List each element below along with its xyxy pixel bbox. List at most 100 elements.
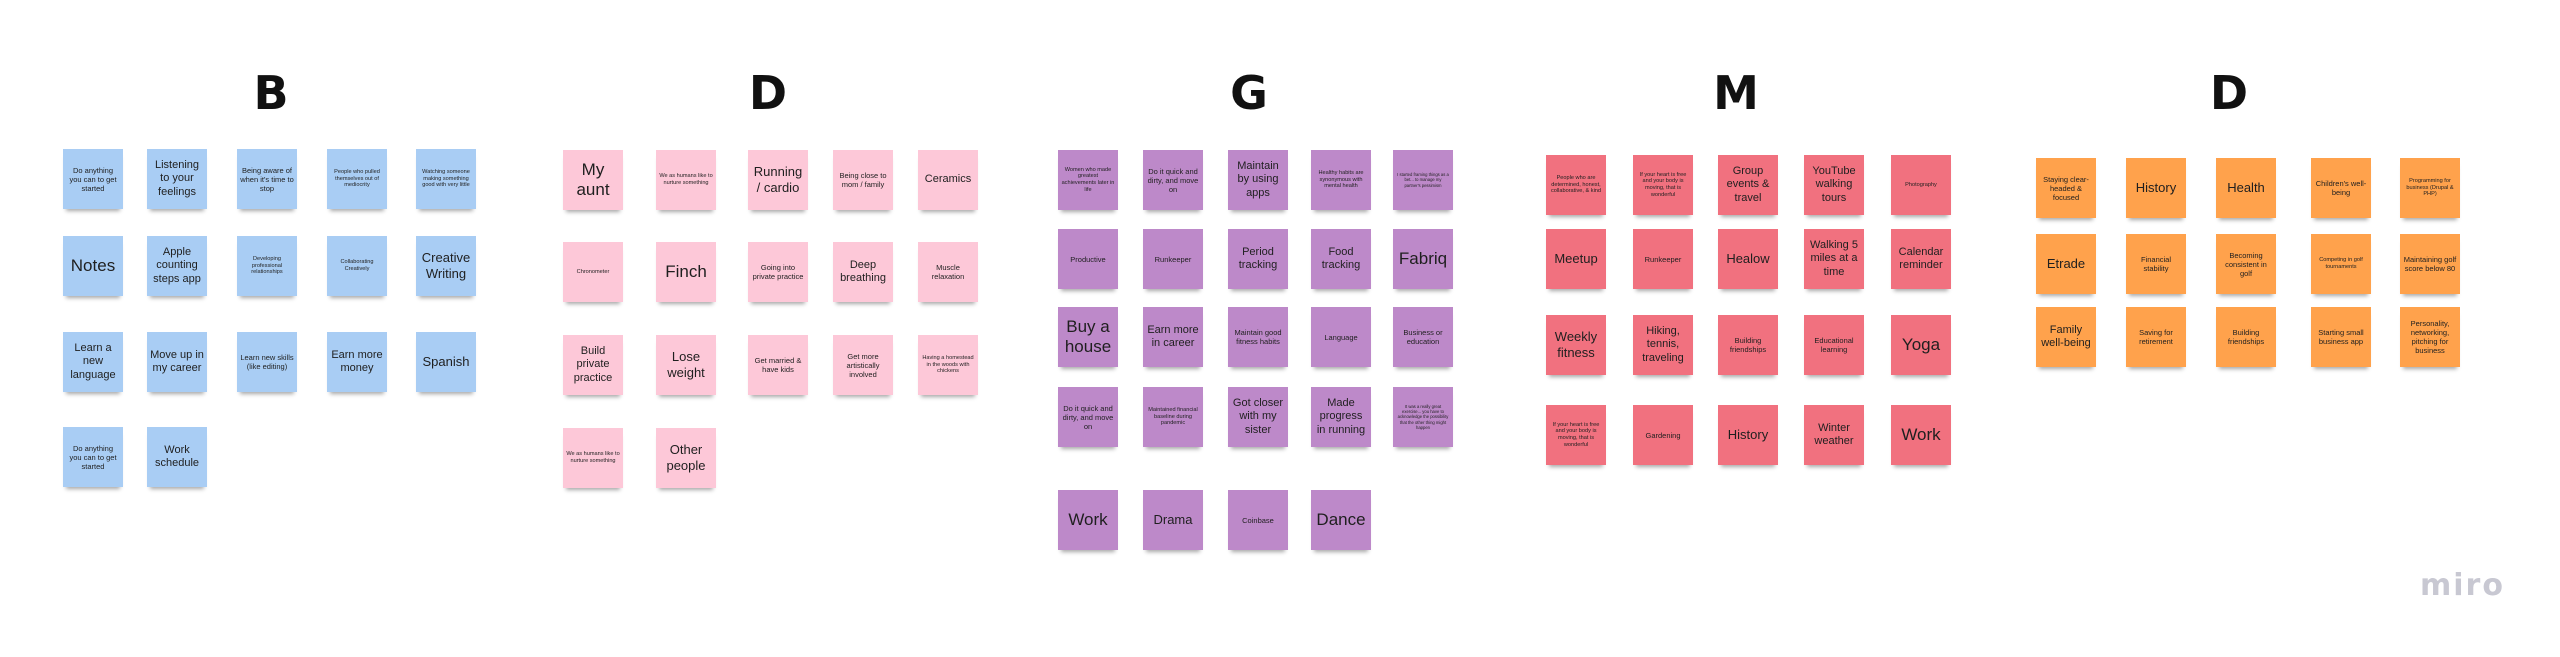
sticky-note[interactable]: Creative Writing: [416, 236, 476, 296]
sticky-note[interactable]: Buy a house: [1058, 307, 1118, 367]
sticky-note[interactable]: Got closer with my sister: [1228, 387, 1288, 447]
sticky-note[interactable]: Health: [2216, 158, 2276, 218]
sticky-note[interactable]: Runkeeper: [1143, 229, 1203, 289]
sticky-note[interactable]: Period tracking: [1228, 229, 1288, 289]
sticky-note[interactable]: History: [1718, 405, 1778, 465]
sticky-note[interactable]: Educational learning: [1804, 315, 1864, 375]
sticky-note[interactable]: Saving for retirement: [2126, 307, 2186, 367]
sticky-note[interactable]: Listening to your feelings: [147, 149, 207, 209]
sticky-note[interactable]: Coinbase: [1228, 490, 1288, 550]
sticky-note[interactable]: Yoga: [1891, 315, 1951, 375]
sticky-note[interactable]: Building friendships: [2216, 307, 2276, 367]
sticky-note[interactable]: Running / cardio: [748, 150, 808, 210]
sticky-note[interactable]: Collaborating Creatively: [327, 236, 387, 296]
sticky-note[interactable]: Learn a new language: [63, 332, 123, 392]
sticky-note[interactable]: Chronometer: [563, 242, 623, 302]
sticky-note[interactable]: Healthy habits are synonymous with menta…: [1311, 150, 1371, 210]
sticky-note[interactable]: Do anything you can to get started: [63, 427, 123, 487]
sticky-note[interactable]: Notes: [63, 236, 123, 296]
sticky-note[interactable]: Drama: [1143, 490, 1203, 550]
sticky-note[interactable]: Food tracking: [1311, 229, 1371, 289]
sticky-note[interactable]: Other people: [656, 428, 716, 488]
sticky-note[interactable]: Group events & travel: [1718, 155, 1778, 215]
sticky-note[interactable]: Maintained financial baseline during pan…: [1143, 387, 1203, 447]
sticky-note[interactable]: Starting small business app: [2311, 307, 2371, 367]
sticky-note[interactable]: Spanish: [416, 332, 476, 392]
sticky-note[interactable]: Competing in golf tournaments: [2311, 234, 2371, 294]
sticky-note[interactable]: Muscle relaxation: [918, 242, 978, 302]
sticky-note[interactable]: Children's well-being: [2311, 158, 2371, 218]
sticky-note[interactable]: People who are determined, honest, colla…: [1546, 155, 1606, 215]
sticky-note[interactable]: Finch: [656, 242, 716, 302]
sticky-note[interactable]: Deep breathing: [833, 242, 893, 302]
sticky-note[interactable]: Maintaining golf score below 80: [2400, 234, 2460, 294]
sticky-note[interactable]: Runkeeper: [1633, 229, 1693, 289]
sticky-note[interactable]: Business or education: [1393, 307, 1453, 367]
sticky-note[interactable]: Earn more in career: [1143, 307, 1203, 367]
sticky-note[interactable]: Maintain good fitness habits: [1228, 307, 1288, 367]
sticky-note[interactable]: Build private practice: [563, 335, 623, 395]
sticky-note[interactable]: Weekly fitness: [1546, 315, 1606, 375]
sticky-note[interactable]: We as humans like to nurture something: [656, 150, 716, 210]
sticky-note[interactable]: Watching someone making something good w…: [416, 149, 476, 209]
sticky-note[interactable]: Do it quick and dirty, and move on: [1143, 150, 1203, 210]
sticky-note[interactable]: Learn new skills (like editing): [237, 332, 297, 392]
sticky-note[interactable]: Family well-being: [2036, 307, 2096, 367]
sticky-note[interactable]: Productive: [1058, 229, 1118, 289]
sticky-note[interactable]: Ceramics: [918, 150, 978, 210]
sticky-note[interactable]: Being close to mom / family: [833, 150, 893, 210]
sticky-note[interactable]: Move up in my career: [147, 332, 207, 392]
sticky-note[interactable]: YouTube walking tours: [1804, 155, 1864, 215]
sticky-note[interactable]: Apple counting steps app: [147, 236, 207, 296]
sticky-note[interactable]: Financial stability: [2126, 234, 2186, 294]
sticky-note[interactable]: Walking 5 miles at a time: [1804, 229, 1864, 289]
group-title[interactable]: D: [2209, 66, 2249, 120]
sticky-note[interactable]: Work: [1058, 490, 1118, 550]
sticky-note[interactable]: Maintain by using apps: [1228, 150, 1288, 210]
sticky-note[interactable]: My aunt: [563, 150, 623, 210]
sticky-note[interactable]: Etrade: [2036, 234, 2096, 294]
sticky-note[interactable]: Programming for business (Drupal & PHP): [2400, 158, 2460, 218]
group-title[interactable]: D: [748, 66, 788, 120]
sticky-note[interactable]: Women who made greatest achievements lat…: [1058, 150, 1118, 210]
sticky-note[interactable]: Becoming consistent in golf: [2216, 234, 2276, 294]
sticky-note[interactable]: Work schedule: [147, 427, 207, 487]
sticky-note[interactable]: Healow: [1718, 229, 1778, 289]
sticky-note[interactable]: If your heart is free and your body is m…: [1546, 405, 1606, 465]
sticky-note[interactable]: If your heart is free and your body is m…: [1633, 155, 1693, 215]
sticky-note[interactable]: Hiking, tennis, traveling: [1633, 315, 1693, 375]
sticky-note[interactable]: Get more artistically involved: [833, 335, 893, 395]
sticky-note[interactable]: Having a homestead in the woods with chi…: [918, 335, 978, 395]
sticky-note[interactable]: Developing professional relationships: [237, 236, 297, 296]
sticky-note[interactable]: Calendar reminder: [1891, 229, 1951, 289]
sticky-note[interactable]: Work: [1891, 405, 1951, 465]
sticky-note[interactable]: Dance: [1311, 490, 1371, 550]
sticky-note[interactable]: Meetup: [1546, 229, 1606, 289]
sticky-note[interactable]: I started framing things as a bet... to …: [1393, 150, 1453, 210]
sticky-note[interactable]: Winter weather: [1804, 405, 1864, 465]
group-title[interactable]: M: [1713, 66, 1759, 120]
group-title[interactable]: B: [253, 66, 289, 120]
sticky-note[interactable]: Staying clear-headed & focused: [2036, 158, 2096, 218]
sticky-note[interactable]: Being aware of when it's time to stop: [237, 149, 297, 209]
sticky-note[interactable]: Earn more money: [327, 332, 387, 392]
sticky-note[interactable]: Do it quick and dirty, and move on: [1058, 387, 1118, 447]
sticky-note[interactable]: Lose weight: [656, 335, 716, 395]
sticky-note[interactable]: Do anything you can to get started: [63, 149, 123, 209]
sticky-note[interactable]: It was a really great exercise... you ha…: [1393, 387, 1453, 447]
sticky-note[interactable]: We as humans like to nurture something: [563, 428, 623, 488]
group-title[interactable]: G: [1230, 66, 1268, 120]
sticky-note[interactable]: Language: [1311, 307, 1371, 367]
sticky-note[interactable]: People who pulled themselves out of medi…: [327, 149, 387, 209]
sticky-note[interactable]: Building friendships: [1718, 315, 1778, 375]
sticky-note[interactable]: Made progress in running: [1311, 387, 1371, 447]
sticky-note[interactable]: Fabriq: [1393, 229, 1453, 289]
sticky-note[interactable]: Going into private practice: [748, 242, 808, 302]
sticky-note[interactable]: History: [2126, 158, 2186, 218]
sticky-note[interactable]: Personality, networking, pitching for bu…: [2400, 307, 2460, 367]
sticky-note[interactable]: Photography: [1891, 155, 1951, 215]
sticky-note-text: Healow: [1726, 251, 1770, 267]
sticky-note[interactable]: Get married & have kids: [748, 335, 808, 395]
sticky-note[interactable]: Gardening: [1633, 405, 1693, 465]
